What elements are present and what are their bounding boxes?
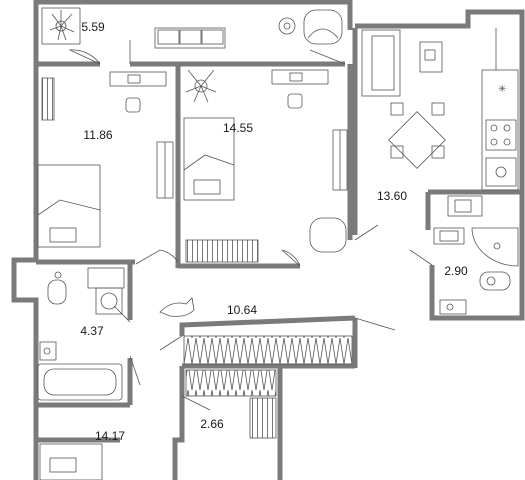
sink-icon <box>447 195 483 217</box>
room-area-bathroom-small: 2.90 <box>444 264 468 278</box>
room-area-bedroom-3: 14.17 <box>95 429 125 443</box>
wardrobe-icon <box>156 141 174 199</box>
cat-icon <box>159 297 195 317</box>
room-area-bedroom-2: 14.55 <box>223 121 253 135</box>
sink-icon <box>439 299 467 315</box>
shower-icon <box>471 227 519 267</box>
sink-icon <box>485 157 517 187</box>
washing-machine-icon <box>433 227 465 245</box>
washing-machine-icon <box>95 287 123 315</box>
room-area-storage: 2.66 <box>200 417 224 431</box>
svg-text:✳: ✳ <box>498 84 506 95</box>
room-area-bathroom: 4.37 <box>80 324 104 338</box>
plant-icon <box>41 7 81 45</box>
room-area-kitchen-living: 13.60 <box>377 189 407 203</box>
bed-icon <box>183 117 235 201</box>
wardrobe-icon <box>183 335 353 365</box>
bathtub-icon <box>37 363 123 401</box>
washing-machine-icon <box>87 267 125 289</box>
door-bedroom-2 <box>281 249 301 267</box>
sofa-icon <box>361 29 401 97</box>
room-area-hall: 10.64 <box>227 303 257 317</box>
furniture: ✳ <box>37 7 519 480</box>
door-loggia-1 <box>68 49 101 65</box>
plant-icon <box>185 69 217 103</box>
desk-icon <box>109 71 167 87</box>
radiator-icon <box>249 397 277 439</box>
radiator-icon <box>41 77 55 121</box>
chair-icon <box>125 97 141 113</box>
bed-icon <box>37 164 101 248</box>
radiator-icon <box>185 239 259 263</box>
room-area-bedroom-1: 11.86 <box>83 128 112 142</box>
door-bedroom-1 <box>135 249 179 265</box>
toilet-icon <box>479 271 511 291</box>
lamp-icon <box>278 17 296 35</box>
doors <box>68 40 433 411</box>
room-area-loggia: 5.59 <box>81 20 105 34</box>
desk-icon <box>271 69 329 85</box>
dining-table-icon <box>388 102 446 169</box>
sofa-icon <box>154 27 226 49</box>
walls <box>11 0 525 480</box>
room-labels: 5.59 11.86 14.55 13.60 2.90 10.64 4.37 2… <box>80 20 468 443</box>
armchair-icon <box>309 217 347 253</box>
kitchen-counter: ✳ <box>481 69 519 191</box>
sink-icon <box>39 341 57 361</box>
stove-icon <box>485 119 517 151</box>
armchair-icon <box>303 9 343 45</box>
wardrobe-icon <box>332 129 348 191</box>
toilet-icon <box>47 271 67 305</box>
chair-icon <box>287 93 303 109</box>
desk-icon <box>419 41 443 73</box>
wardrobe-icon <box>185 369 277 397</box>
bed-icon <box>39 443 103 480</box>
